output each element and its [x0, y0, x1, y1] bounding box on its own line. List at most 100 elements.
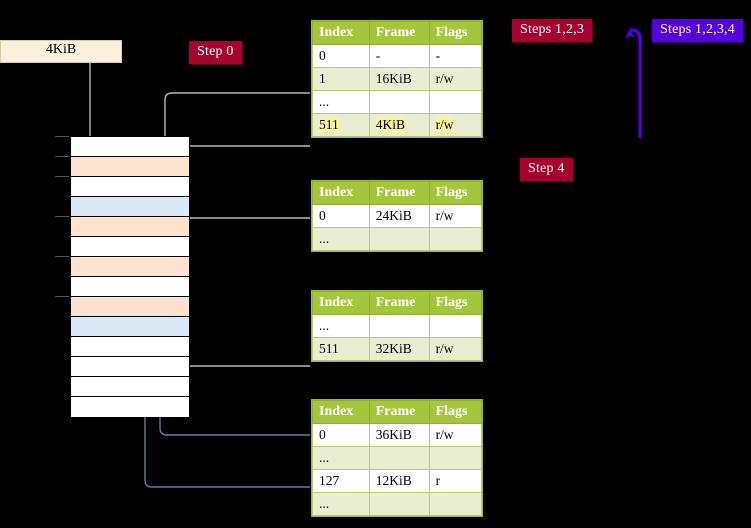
table-cell: 12KiB: [368, 469, 430, 493]
table-cell: 4KiB: [368, 113, 430, 137]
table-row[interactable]: ...: [312, 314, 483, 338]
table-cell: 24KiB: [368, 204, 430, 228]
memory-row: [71, 317, 189, 337]
cell-text: -: [375, 48, 381, 63]
memory-row: [71, 377, 189, 397]
column-header: Flags: [428, 21, 483, 45]
column-header: Index: [312, 181, 370, 205]
cell-text: r/w: [435, 208, 454, 223]
cell-text: 12KiB: [375, 473, 412, 488]
table-cell: 0: [312, 204, 370, 228]
table-cell: 0: [312, 423, 370, 447]
table-cell: 0: [312, 44, 370, 68]
table-row[interactable]: 1 16KiB r/w: [312, 67, 483, 91]
cell-text: 16KiB: [375, 71, 412, 86]
memory-row: [71, 277, 189, 297]
memory-row-tick: [55, 136, 69, 137]
cell-text: 24KiB: [375, 208, 412, 223]
memory-row-tick: [55, 176, 69, 177]
table-cell: 127: [312, 469, 370, 493]
cell-text: 0: [319, 208, 326, 223]
table-cell: ...: [312, 314, 370, 338]
table-cell: r/w: [428, 204, 483, 228]
table-row[interactable]: ...: [312, 446, 483, 470]
table-row[interactable]: 127 12KiB r: [312, 469, 483, 493]
table-cell: ...: [312, 90, 370, 114]
table-cell: r/w: [428, 423, 483, 447]
table-cell: [368, 492, 430, 516]
table-cell: 511: [312, 113, 370, 137]
memory-row-tick: [55, 216, 69, 217]
cell-text: r: [435, 473, 441, 488]
table-row[interactable]: ...: [312, 492, 483, 516]
cell-text: ...: [319, 318, 330, 333]
cell-text: 511: [319, 117, 339, 132]
table-row[interactable]: 511 32KiB r/w: [312, 337, 483, 361]
cell-text: -: [435, 48, 441, 63]
column-header: Flags: [428, 400, 483, 424]
memory-row: [71, 177, 189, 197]
table-row[interactable]: ...: [312, 227, 483, 251]
cell-text: 127: [319, 473, 340, 488]
cell-text: 0: [319, 48, 326, 63]
column-header: Flags: [428, 181, 483, 205]
memory-row: [71, 217, 189, 237]
cell-text: r/w: [435, 71, 454, 86]
table-cell: 1: [312, 67, 370, 91]
badge-steps-123-text: Steps 1,2,3: [520, 22, 585, 37]
table-row[interactable]: 0 36KiB r/w: [312, 423, 483, 447]
column-header: Frame: [368, 400, 430, 424]
table-row[interactable]: ...: [312, 90, 483, 114]
cell-text: 36KiB: [375, 427, 412, 442]
table-cell: ...: [312, 227, 370, 251]
table-cell: ...: [312, 446, 370, 470]
badge-step-0: Step 0: [189, 41, 242, 64]
table-cell: r/w: [428, 337, 483, 361]
badge-step-4: Step 4: [520, 158, 573, 181]
column-header: Index: [312, 21, 370, 45]
badge-steps-1234: Steps 1,2,3,4: [652, 19, 743, 42]
cell-text: 1: [319, 71, 326, 86]
column-header: Flags: [428, 291, 483, 315]
memory-row-tick: [55, 256, 69, 257]
table-cell: [428, 90, 483, 114]
memory-row: [71, 157, 189, 177]
table-cell: 511: [312, 337, 370, 361]
cell-text: 0: [319, 427, 326, 442]
table-row[interactable]: 511 4KiB r/w: [312, 113, 483, 137]
cell-text: 32KiB: [375, 341, 412, 356]
table-cell: [368, 314, 430, 338]
cell-text: r/w: [435, 117, 454, 132]
table-cell: 36KiB: [368, 423, 430, 447]
column-header: Index: [312, 291, 370, 315]
memory-row: [71, 257, 189, 277]
table-cell: [368, 227, 430, 251]
cell-text: r/w: [435, 341, 454, 356]
badge-step-0-text: Step 0: [197, 44, 234, 59]
table-row[interactable]: 0 - -: [312, 44, 483, 68]
table-cell: r: [428, 469, 483, 493]
memory-row: [71, 297, 189, 317]
badge-steps-123: Steps 1,2,3: [512, 19, 593, 42]
table-cell: -: [428, 44, 483, 68]
table-cell: [428, 314, 483, 338]
table-cell: r/w: [428, 113, 483, 137]
memory-size-text: 4KiB: [45, 42, 77, 57]
column-header: Index: [312, 400, 370, 424]
column-header: Frame: [368, 291, 430, 315]
table-cell: [428, 227, 483, 251]
table-row[interactable]: 0 24KiB r/w: [312, 204, 483, 228]
table-cell: ...: [312, 492, 370, 516]
cell-text: ...: [319, 94, 330, 109]
memory-row: [71, 357, 189, 377]
badge-steps-1234-text: Steps 1,2,3,4: [660, 22, 735, 37]
table-cell: [368, 446, 430, 470]
table-cell: 16KiB: [368, 67, 430, 91]
memory-row-tick: [55, 156, 69, 157]
table-cell: r/w: [428, 67, 483, 91]
cell-text: ...: [319, 496, 330, 511]
